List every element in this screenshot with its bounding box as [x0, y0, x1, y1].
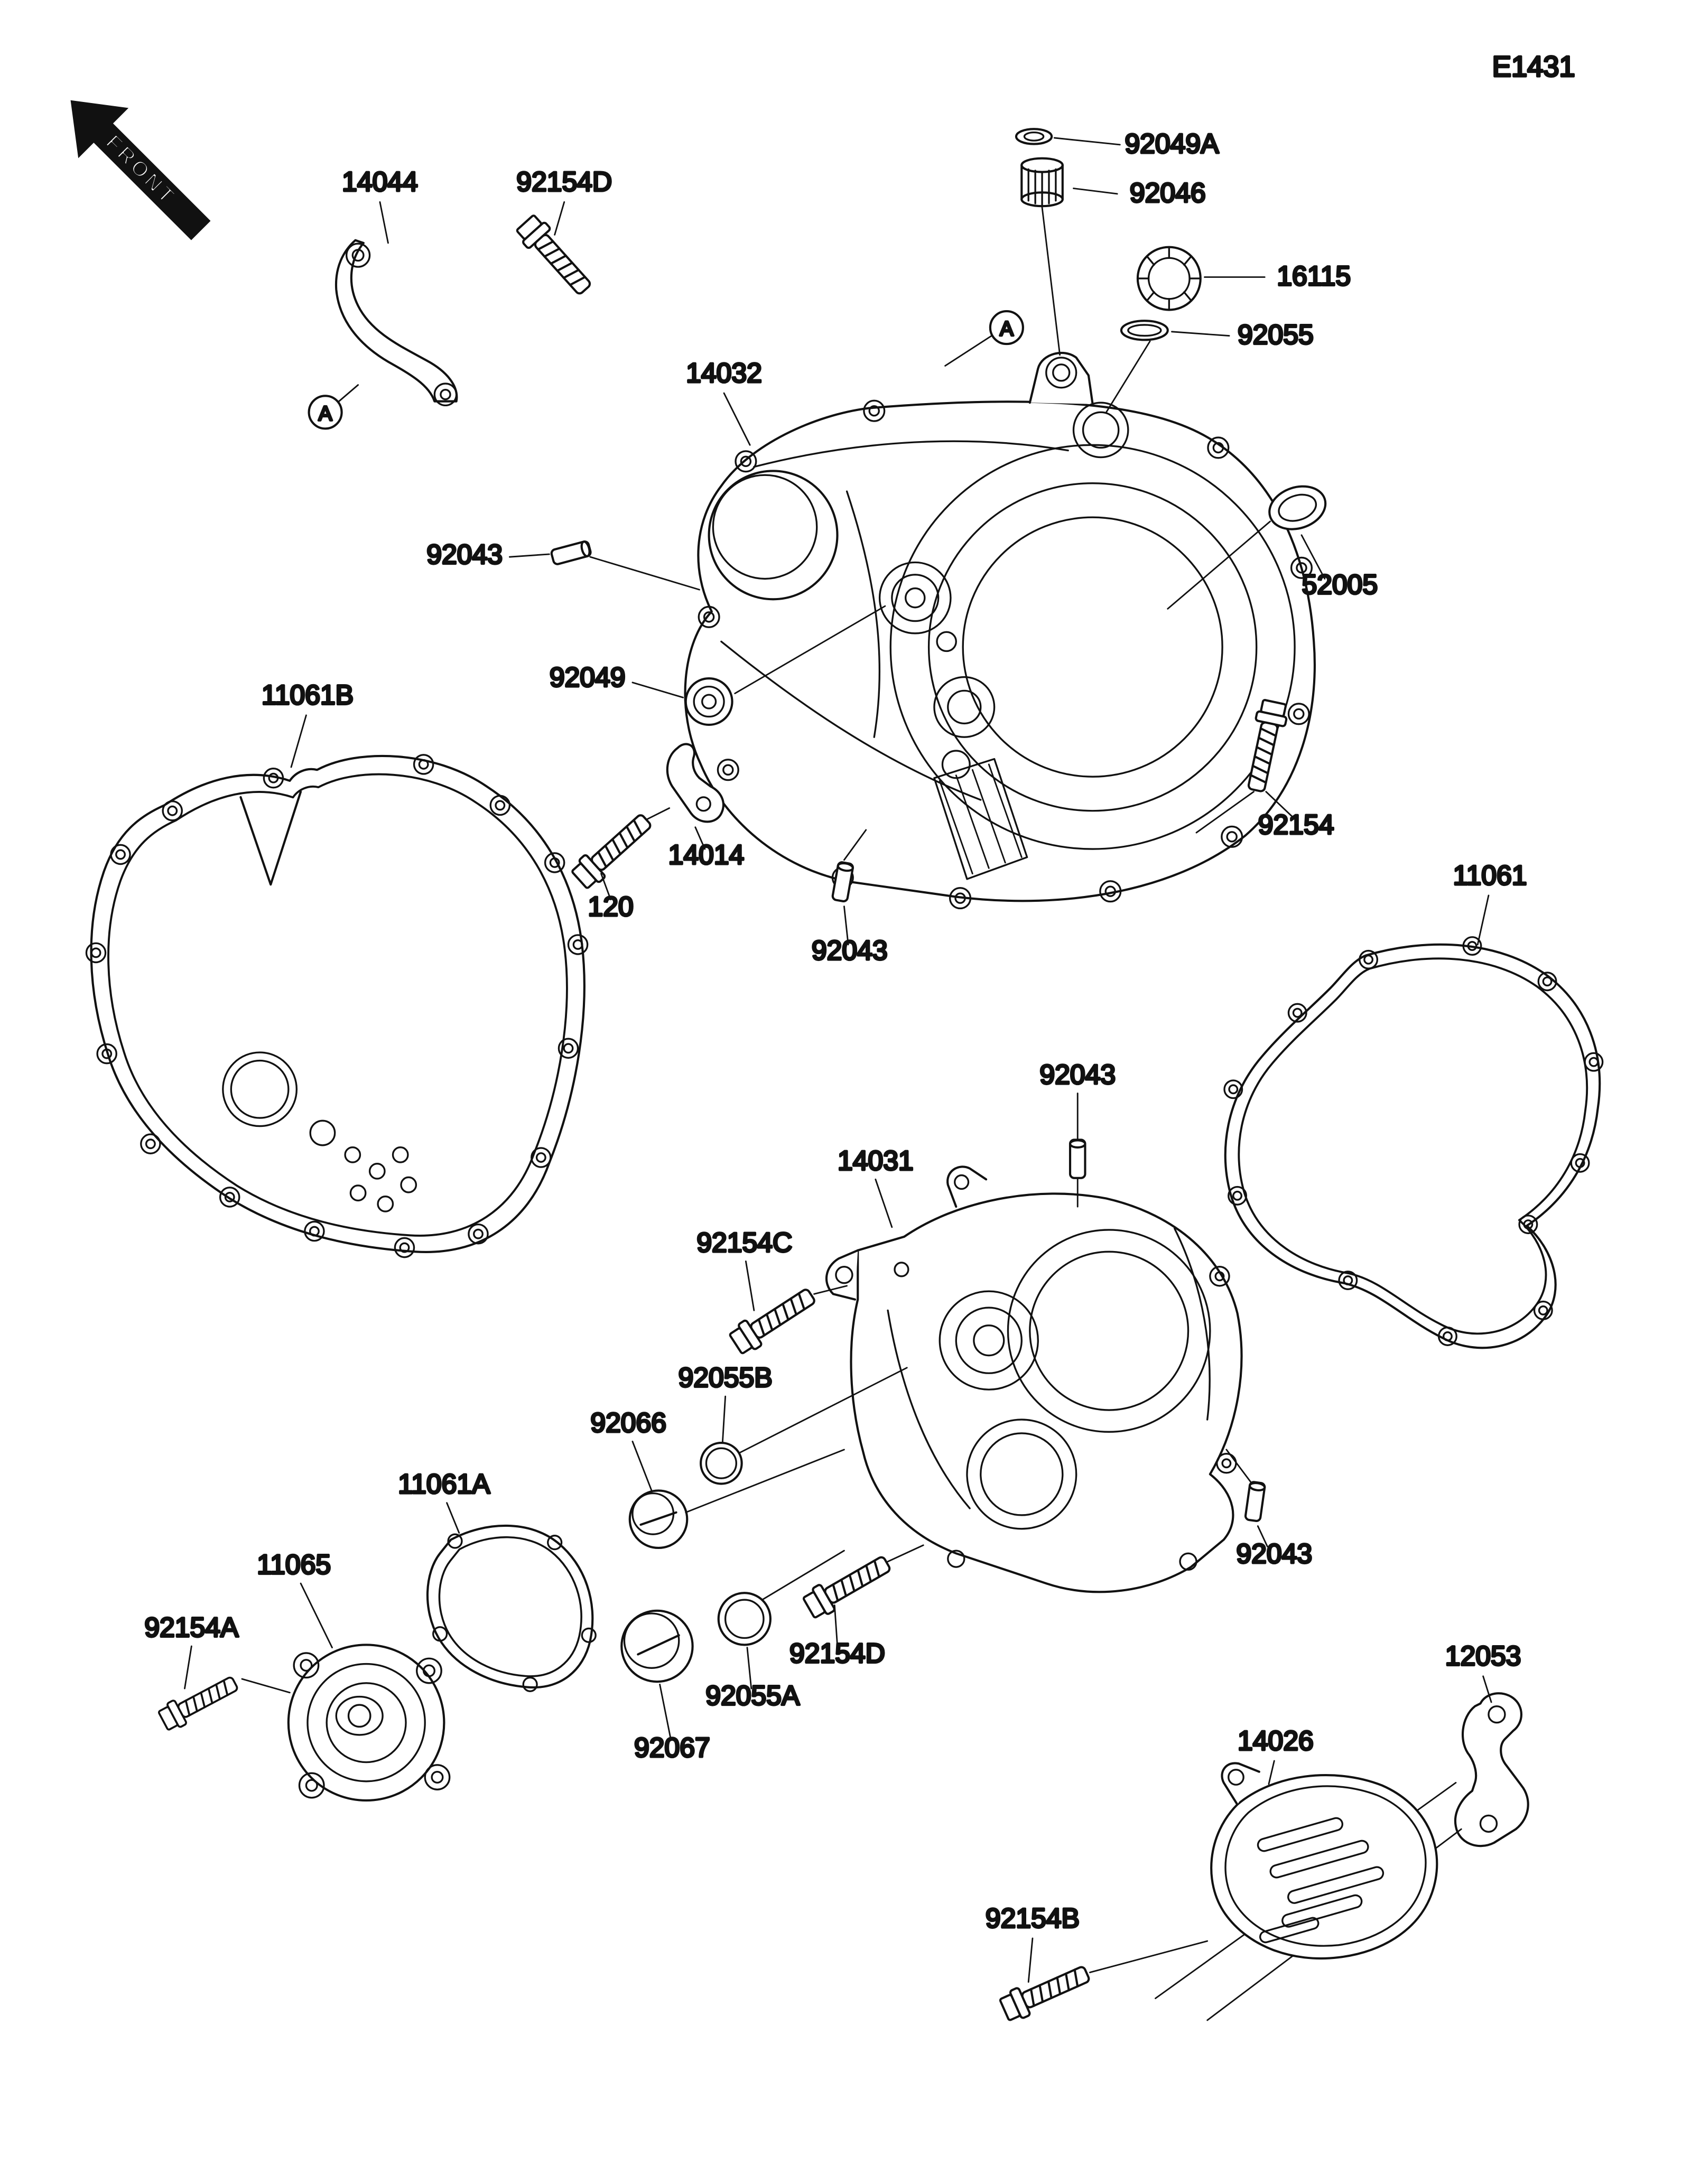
part-label-11061a: 11061A: [398, 1469, 490, 1499]
part-label-92154c: 92154C: [696, 1227, 792, 1257]
part-label-92043-2: 92043: [812, 935, 888, 965]
leader-lines: [184, 137, 1492, 1983]
diagram-code: E1431: [1492, 51, 1575, 83]
part-label-92055: 92055: [1238, 319, 1314, 350]
part-label-52005: 52005: [1302, 569, 1378, 600]
dowel-92043-1-drawing: [551, 540, 591, 565]
bolt-92154b-drawing: [998, 1959, 1093, 2023]
part-label-12053: 12053: [1445, 1640, 1521, 1671]
part-label-14044: 14044: [342, 166, 418, 197]
bolt-120-drawing: [569, 809, 656, 891]
part-labels: 14044 92154D 92049A 92046 16115 92055 14…: [143, 127, 1528, 1934]
clutch-cover-14032-drawing: [684, 351, 1316, 910]
oil-seal-92049-drawing: [684, 677, 733, 726]
part-label-14032: 14032: [686, 357, 762, 388]
part-label-92066: 92066: [590, 1407, 666, 1438]
part-label-92049a: 92049A: [1125, 128, 1219, 158]
part-label-92049: 92049: [550, 662, 626, 693]
front-label: FRONT: [101, 130, 181, 210]
part-label-92055b: 92055B: [679, 1362, 773, 1393]
bracket-12053-drawing: [1454, 1692, 1529, 1847]
part-label-14031: 14031: [838, 1145, 914, 1175]
bolt-92154d-lower-drawing: [801, 1550, 894, 1621]
seal-92049a-drawing: [1015, 128, 1053, 145]
part-label-11061b: 11061B: [262, 679, 354, 710]
generator-cover-14031-drawing: [825, 1165, 1243, 1593]
part-label-92055a: 92055A: [705, 1680, 800, 1711]
bearing-92046-drawing: [1020, 157, 1064, 208]
bolt-92154a-drawing: [155, 1669, 243, 1734]
ref-a-label-2: A: [1000, 318, 1014, 341]
plug-92067-drawing: [620, 1609, 694, 1683]
bracket-14044-drawing: [335, 239, 458, 407]
part-label-92067: 92067: [634, 1732, 710, 1762]
oil-cap-16115-drawing: [1136, 246, 1202, 311]
part-label-92154b: 92154B: [986, 1902, 1080, 1933]
part-label-11065: 11065: [257, 1549, 331, 1580]
part-label-92043-4: 92043: [1236, 1538, 1312, 1569]
front-direction-arrow: FRONT: [70, 100, 211, 240]
part-label-14026: 14026: [1238, 1725, 1314, 1756]
part-label-11061: 11061: [1453, 860, 1527, 890]
bolt-92154d-top-drawing: [514, 212, 596, 300]
bolt-92154c-drawing: [728, 1283, 820, 1357]
gasket-11061a-drawing: [428, 1526, 597, 1692]
gasket-11061b-drawing: [85, 754, 589, 1258]
part-label-92154a: 92154A: [144, 1612, 239, 1642]
part-label-92046: 92046: [1130, 177, 1206, 208]
part-label-120: 120: [588, 891, 634, 922]
part-label-92043-1: 92043: [426, 539, 503, 570]
plug-92066-drawing: [628, 1489, 689, 1550]
dowel-92043-3-drawing: [1070, 1140, 1085, 1178]
lever-14014-drawing: [666, 743, 724, 823]
ref-marker-a-bracket: A: [308, 384, 359, 430]
part-label-14014: 14014: [668, 839, 745, 870]
oring-92055a-drawing: [717, 1592, 772, 1646]
part-label-16115: 16115: [1277, 260, 1351, 291]
oring-92055b-drawing: [700, 1441, 743, 1485]
ref-marker-a-cover: A: [944, 310, 1024, 367]
gasket-11061-drawing: [1223, 936, 1604, 1348]
seal-52005-drawing: [1268, 485, 1327, 530]
part-label-92154: 92154: [1258, 809, 1334, 840]
cover-11065-drawing: [287, 1644, 451, 1802]
oring-92055-drawing: [1120, 320, 1169, 341]
part-label-92043-3: 92043: [1039, 1059, 1116, 1089]
part-label-92154d-lower: 92154D: [789, 1638, 885, 1668]
part-label-92154d-top: 92154D: [516, 166, 612, 197]
dowel-92043-4-drawing: [1245, 1481, 1265, 1522]
ref-a-label-1: A: [319, 403, 332, 425]
sprocket-cover-14026-drawing: [1210, 1762, 1438, 1960]
